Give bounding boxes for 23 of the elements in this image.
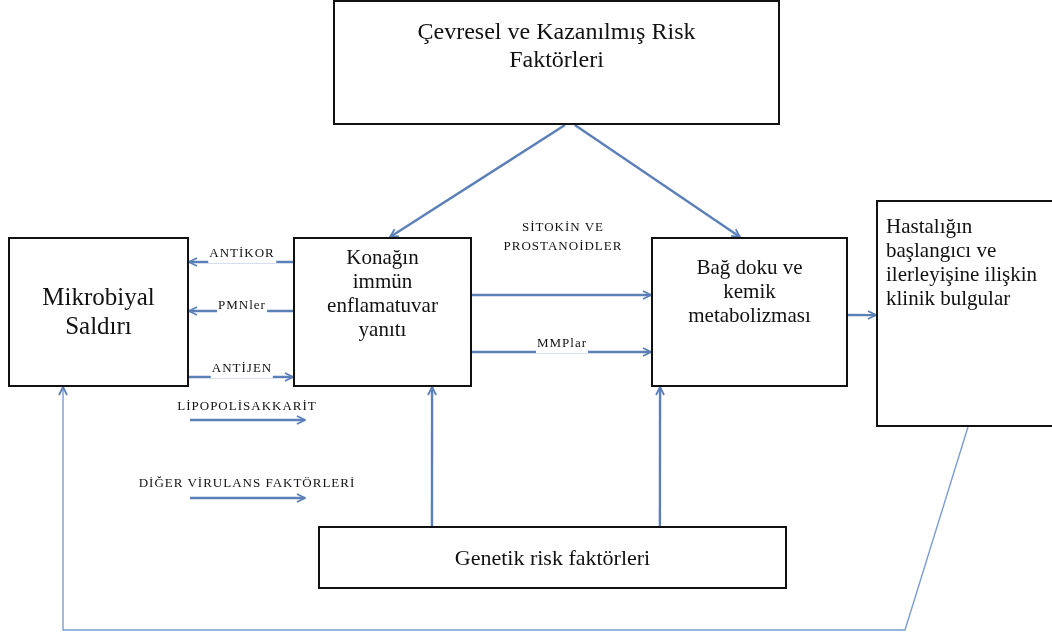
factor-label: LİPOPOLİSAKKARİT xyxy=(177,398,317,414)
arrow xyxy=(389,124,566,238)
process-box xyxy=(333,0,780,125)
box-text: Genetik risk faktörleri xyxy=(454,544,651,571)
box-text: Bağ doku ve kemik metabolizması xyxy=(687,255,812,328)
box-text: Konağın immün enflamatuvar yanıtı xyxy=(326,245,439,342)
arrow xyxy=(848,310,877,320)
process-box xyxy=(8,237,189,387)
process-box xyxy=(293,237,472,387)
edge-label: ANTİKOR xyxy=(208,244,276,263)
arrow xyxy=(472,290,652,300)
arrow xyxy=(574,124,741,238)
process-box xyxy=(651,237,848,387)
factor-label: DİĞER VİRULANS FAKTÖRLERİ xyxy=(138,475,356,491)
edge-label: ANTİJEN xyxy=(210,359,274,378)
box-text: Çevresel ve Kazanılmış Risk Faktörleri xyxy=(416,18,697,74)
arrow xyxy=(655,386,665,526)
box-text: Hastalığın başlangıcı ve ilerleyişine ilişkin klinik bulgular xyxy=(886,214,1039,311)
process-box xyxy=(876,200,1052,427)
arrow xyxy=(58,386,969,631)
box-text: Mikrobiyal Saldırı xyxy=(41,283,156,341)
arrow xyxy=(427,386,437,526)
process-box xyxy=(318,526,787,589)
